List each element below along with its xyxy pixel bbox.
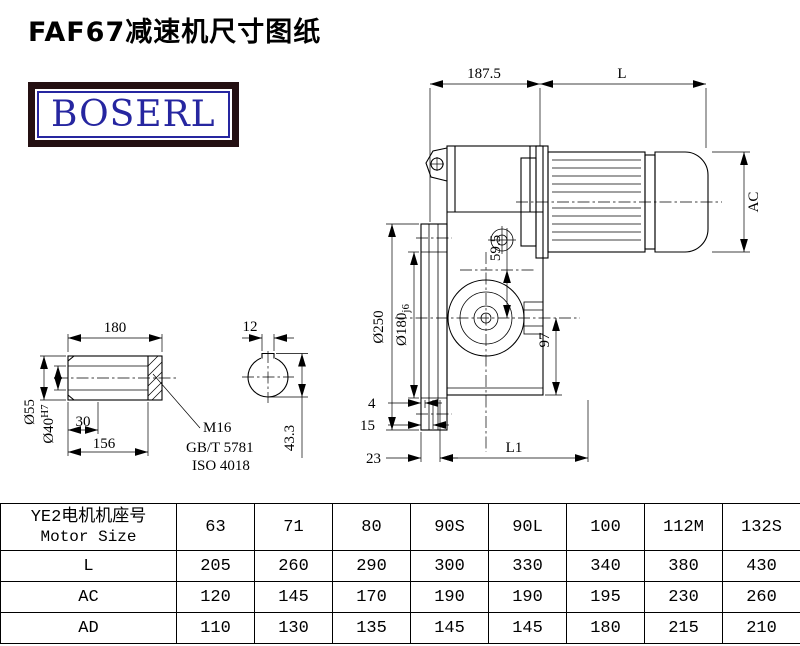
dim-15: 15 xyxy=(360,418,375,434)
value-cell: 135 xyxy=(332,612,411,644)
dim-spigot-diameter-group: Ø180j6 xyxy=(394,251,419,399)
motor-size-col: 63 xyxy=(176,503,255,551)
technical-drawing: 187.5 L AC Ø250 Ø180j6 xyxy=(22,66,762,474)
boserl-logo-text: BOSERL xyxy=(37,91,230,139)
value-cell: 210 xyxy=(722,612,800,644)
dim-AC-group: AC xyxy=(712,151,762,253)
dim-flange-diameter: Ø250 xyxy=(371,310,387,343)
dim-key-width: 12 xyxy=(243,319,258,335)
shaft-outline xyxy=(56,355,178,401)
dim-187-5-group: 187.5 xyxy=(429,66,541,222)
dim-59-5: 59.5 xyxy=(488,235,504,261)
value-cell: 110 xyxy=(176,612,255,644)
centerlines xyxy=(395,201,722,452)
dim-key-width-group: 12 xyxy=(242,319,294,351)
dim-key-depth-group: 43.3 xyxy=(268,353,308,458)
row-label: AC xyxy=(0,581,177,613)
output-flange-outline xyxy=(416,223,452,431)
dim-30-156-group: 30 156 xyxy=(67,402,149,456)
page-title: FAF67减速机尺寸图纸 xyxy=(28,17,322,48)
dim-187-5: 187.5 xyxy=(467,66,501,82)
dim-bore-diameter-tol: H7 xyxy=(39,404,51,418)
value-cell: 215 xyxy=(644,612,723,644)
value-cell: 145 xyxy=(410,612,489,644)
dim-bottom-group: 4 15 23 L1 xyxy=(360,396,589,467)
dim-4: 4 xyxy=(368,396,376,412)
boserl-logo: BOSERL xyxy=(28,82,239,148)
dim-shaft-diameters-group: Ø55 Ø40H7 xyxy=(22,355,66,444)
table-header-row: YE2电机机座号 Motor Size 63 71 80 90S 90L 100… xyxy=(0,503,800,551)
motor-size-header-cn: YE2电机机座号 xyxy=(30,507,147,527)
dim-156: 156 xyxy=(93,436,116,452)
value-cell: 330 xyxy=(488,550,567,582)
motor-size-col: 71 xyxy=(254,503,333,551)
dim-59-5-group: 59.5 xyxy=(488,228,511,318)
motor-outline xyxy=(520,145,709,259)
dim-l1: L1 xyxy=(506,440,523,456)
value-cell: 230 xyxy=(644,581,723,613)
dim-flange-diameter-group: Ø250 xyxy=(371,223,419,431)
dim-L-group: L xyxy=(540,66,707,148)
dim-shaft-outer-diameter: Ø55 xyxy=(22,399,38,425)
table-row-AC: AC 120 145 170 190 190 195 230 260 xyxy=(0,581,800,613)
dim-bore-diameter-base: Ø40 xyxy=(41,418,57,444)
motor-size-col: 100 xyxy=(566,503,645,551)
table-row-L: L 205 260 290 300 330 340 380 430 xyxy=(0,550,800,582)
dim-motor-length: L xyxy=(617,66,626,82)
motor-size-col: 90S xyxy=(410,503,489,551)
thread-callout-group: M16 GB/T 5781 ISO 4018 xyxy=(152,373,254,474)
thread-label: M16 xyxy=(203,420,232,436)
motor-size-header: YE2电机机座号 Motor Size xyxy=(0,503,177,551)
value-cell: 145 xyxy=(254,581,333,613)
value-cell: 190 xyxy=(488,581,567,613)
dim-23: 23 xyxy=(366,451,381,467)
motor-size-col: 112M xyxy=(644,503,723,551)
value-cell: 195 xyxy=(566,581,645,613)
value-cell: 290 xyxy=(332,550,411,582)
value-cell: 130 xyxy=(254,612,333,644)
row-label: AD xyxy=(0,612,177,644)
dimension-table: YE2电机机座号 Motor Size 63 71 80 90S 90L 100… xyxy=(0,503,800,644)
dim-spigot-diameter-base: Ø180 xyxy=(394,313,410,346)
value-cell: 380 xyxy=(644,550,723,582)
value-cell: 260 xyxy=(722,581,800,613)
table-row-AD: AD 110 130 135 145 145 180 215 210 xyxy=(0,612,800,644)
motor-size-header-en: Motor Size xyxy=(40,528,137,547)
dim-spigot-diameter-tol: j6 xyxy=(400,304,412,314)
dim-97: 97 xyxy=(537,332,553,348)
shaft-section-view xyxy=(242,351,294,403)
value-cell: 190 xyxy=(410,581,489,613)
value-cell: 145 xyxy=(488,612,567,644)
motor-size-col: 90L xyxy=(488,503,567,551)
gearbox-housing-outline xyxy=(425,145,544,396)
value-cell: 180 xyxy=(566,612,645,644)
dim-motor-diameter: AC xyxy=(746,192,762,213)
dim-30: 30 xyxy=(76,414,91,430)
dim-97-group: 97 xyxy=(537,318,562,396)
value-cell: 120 xyxy=(176,581,255,613)
value-cell: 430 xyxy=(722,550,800,582)
dim-key-depth: 43.3 xyxy=(282,425,298,451)
value-cell: 340 xyxy=(566,550,645,582)
dim-bore-diameter: Ø40H7 xyxy=(39,404,57,444)
value-cell: 260 xyxy=(254,550,333,582)
dim-shaft-length-group: 180 xyxy=(67,320,163,352)
value-cell: 300 xyxy=(410,550,489,582)
value-cell: 170 xyxy=(332,581,411,613)
dim-shaft-length: 180 xyxy=(104,320,127,336)
standard-bolt-label: GB/T 5781 xyxy=(186,440,254,456)
motor-size-col: 80 xyxy=(332,503,411,551)
row-label: L xyxy=(0,550,177,582)
standard-washer-label: ISO 4018 xyxy=(192,458,250,474)
dim-spigot-diameter: Ø180j6 xyxy=(394,304,412,346)
value-cell: 205 xyxy=(176,550,255,582)
motor-size-col: 132S xyxy=(722,503,800,551)
